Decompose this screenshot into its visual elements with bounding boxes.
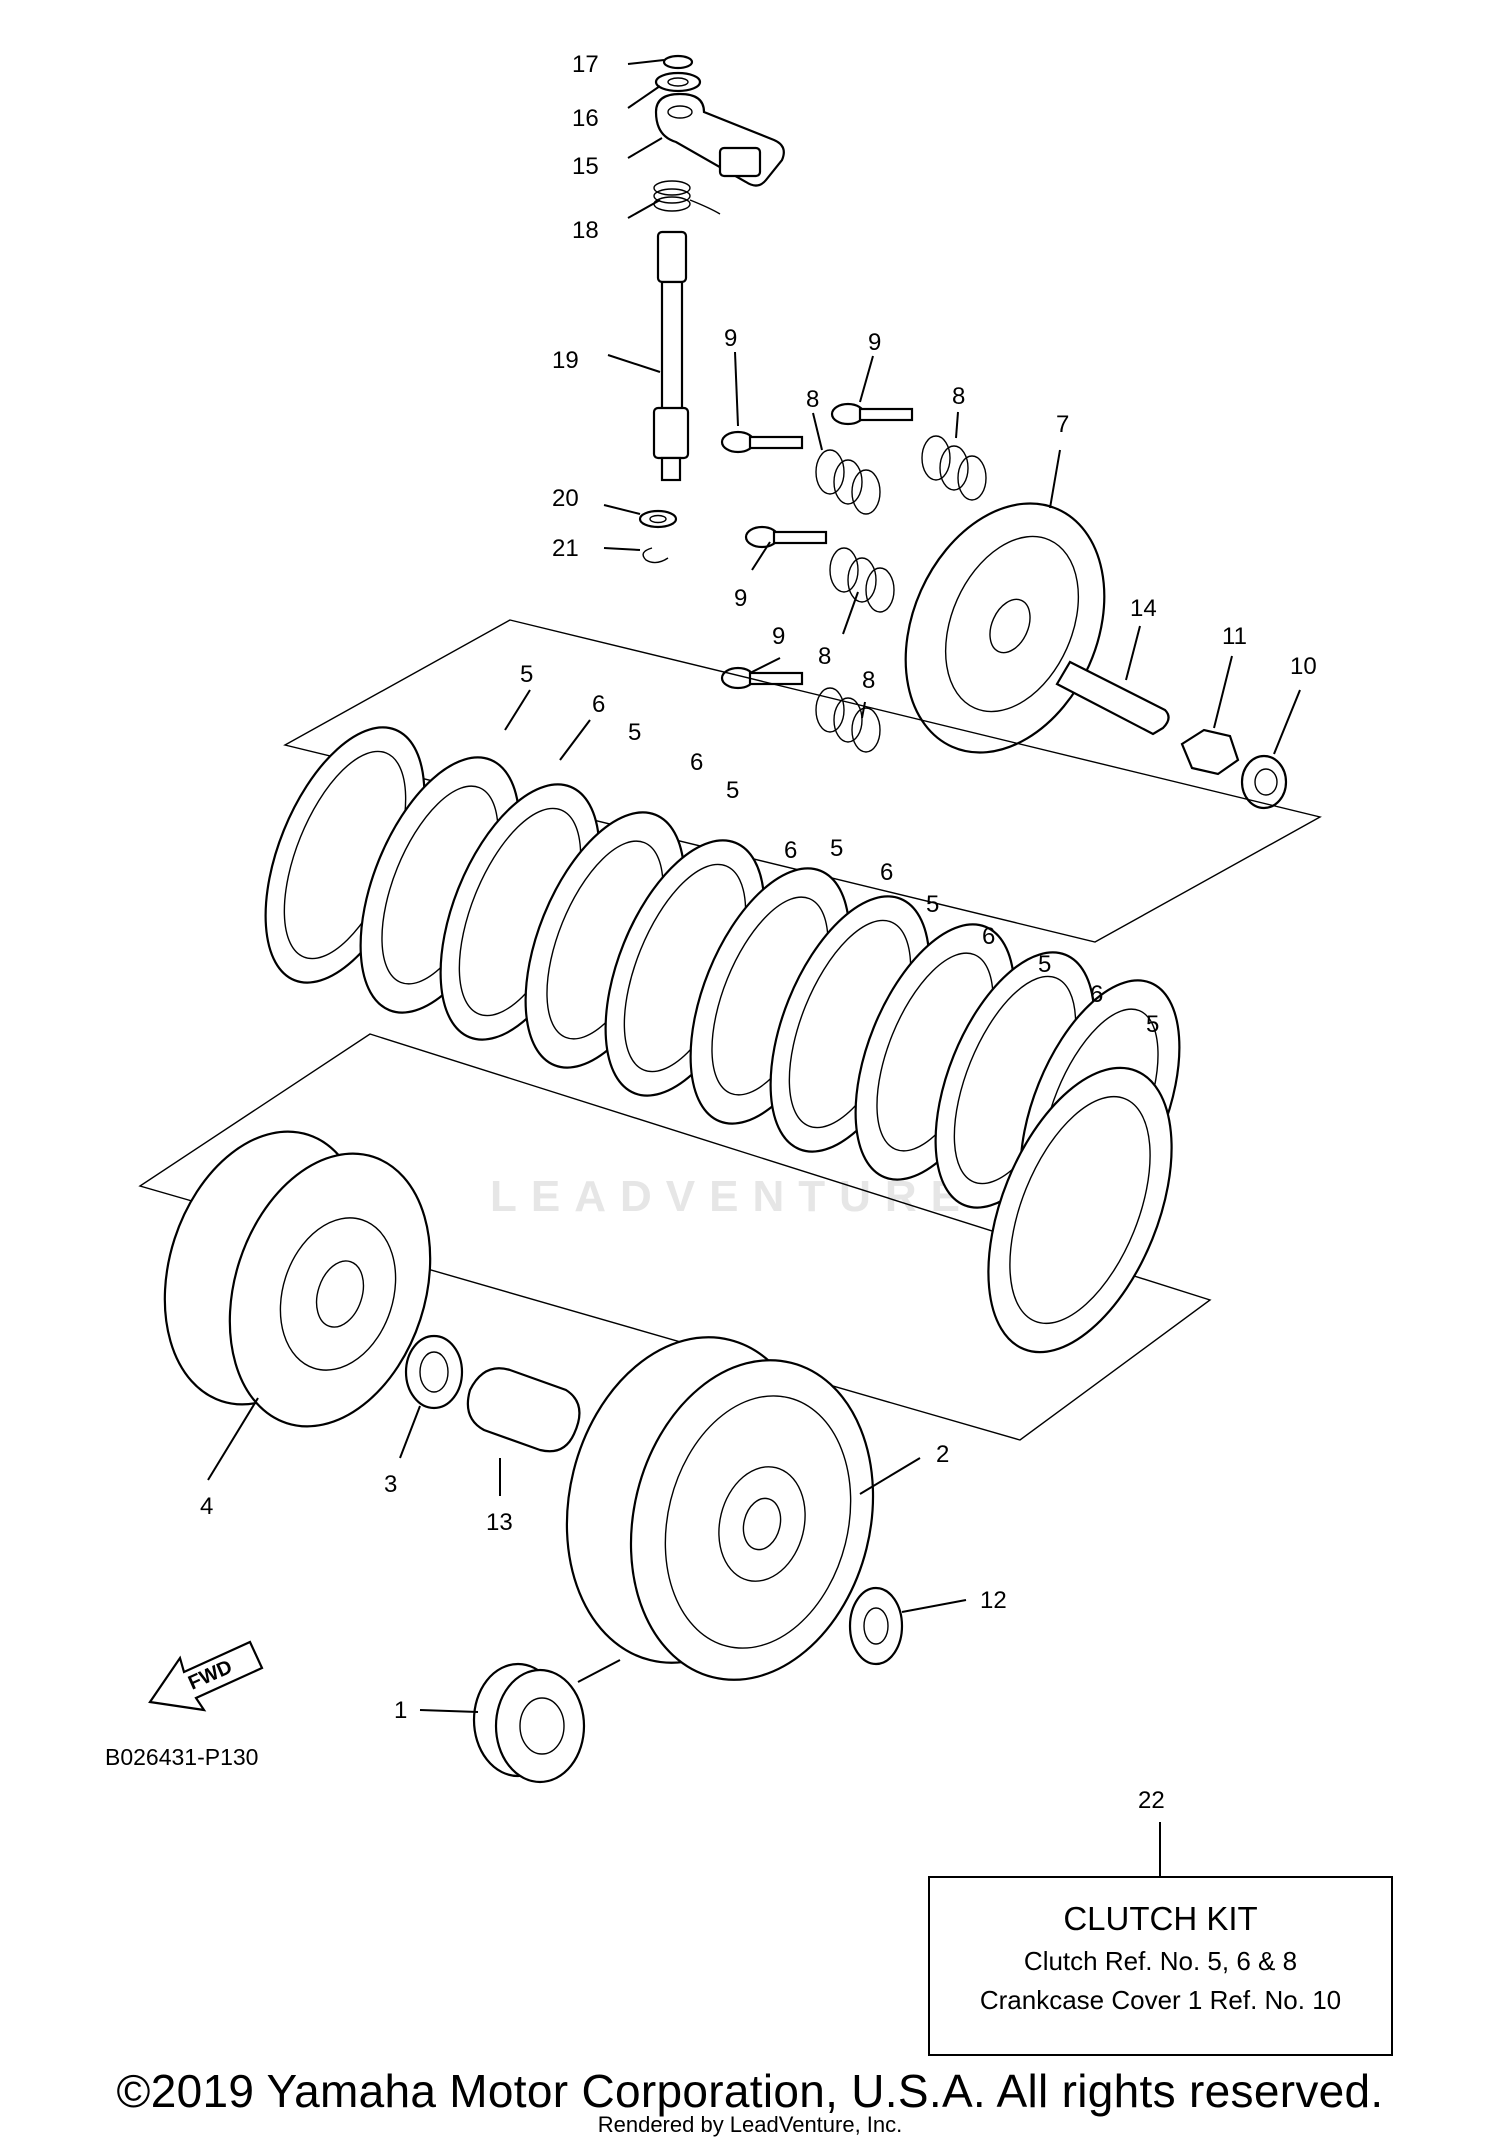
clutch-boss-group	[163, 1130, 581, 1453]
plates-envelope-top	[283, 619, 1322, 943]
callout-10: 10	[1290, 653, 1317, 680]
rendered-by-note: Rendered by LeadVenture, Inc.	[597, 2112, 903, 2137]
kit-title: CLUTCH KIT	[1063, 1900, 1258, 1937]
callout-labels: 17 16 15 18 19 20 21 9 9 9 9 8 8 8 8 7 1…	[200, 51, 1317, 1814]
callout-17: 17	[572, 51, 599, 78]
callout-20: 20	[552, 485, 579, 512]
callout-18: 18	[572, 217, 599, 244]
callout-4: 4	[200, 1493, 213, 1520]
callout-2: 2	[936, 1441, 949, 1468]
copyright-footer: ©2019 Yamaha Motor Corporation, U.S.A. A…	[116, 2065, 1384, 2117]
callout-5: 5	[628, 719, 641, 746]
callout-13: 13	[486, 1509, 513, 1536]
callout-14: 14	[1130, 595, 1157, 622]
thrust-washer	[848, 1586, 904, 1666]
callout-8: 8	[818, 643, 831, 670]
plates-envelope-bottom	[138, 1033, 1212, 1441]
callout-5: 5	[726, 777, 739, 804]
callout-8: 8	[806, 386, 819, 413]
callout-5: 5	[830, 835, 843, 862]
leader-lines	[207, 59, 1301, 1876]
callout-5: 5	[926, 891, 939, 918]
callout-16: 16	[572, 105, 599, 132]
callout-9: 9	[734, 585, 747, 612]
callout-15: 15	[572, 153, 599, 180]
callout-6: 6	[592, 691, 605, 718]
callout-6: 6	[784, 837, 797, 864]
callout-8: 8	[952, 383, 965, 410]
callout-6: 6	[880, 859, 893, 886]
callout-9: 9	[724, 325, 737, 352]
primary-drive-gear	[472, 1662, 586, 1784]
callout-19: 19	[552, 347, 579, 374]
callout-1: 1	[394, 1697, 407, 1724]
callout-5: 5	[520, 661, 533, 688]
clutch-kit-box: CLUTCH KIT Clutch Ref. No. 5, 6 & 8 Cran…	[928, 1876, 1393, 2056]
callout-3: 3	[384, 1471, 397, 1498]
callout-21: 21	[552, 535, 579, 562]
clutch-plates-stack	[264, 726, 1181, 1354]
kit-line-1: Clutch Ref. No. 5, 6 & 8	[1023, 1946, 1298, 1976]
callout-9: 9	[772, 623, 785, 650]
diagram-reference-code: B026431-P130	[105, 1744, 259, 1770]
callout-8: 8	[862, 667, 875, 694]
kit-line-2: Crankcase Cover 1 Ref. No. 10	[979, 1985, 1342, 2015]
callout-6: 6	[1090, 981, 1103, 1008]
pressure-plate-assembly	[720, 402, 1288, 810]
shift-shaft-assembly	[638, 54, 785, 564]
callout-9: 9	[868, 329, 881, 356]
callout-6: 6	[690, 749, 703, 776]
callout-5: 5	[1038, 951, 1051, 978]
callout-11: 11	[1222, 623, 1247, 650]
fwd-arrow-icon: FWD	[148, 1640, 264, 1712]
callout-6: 6	[982, 923, 995, 950]
clutch-housing	[565, 1336, 875, 1681]
callout-5: 5	[1146, 1011, 1159, 1038]
callout-12: 12	[980, 1587, 1007, 1614]
callout-22: 22	[1138, 1787, 1165, 1814]
callout-7: 7	[1056, 411, 1069, 438]
